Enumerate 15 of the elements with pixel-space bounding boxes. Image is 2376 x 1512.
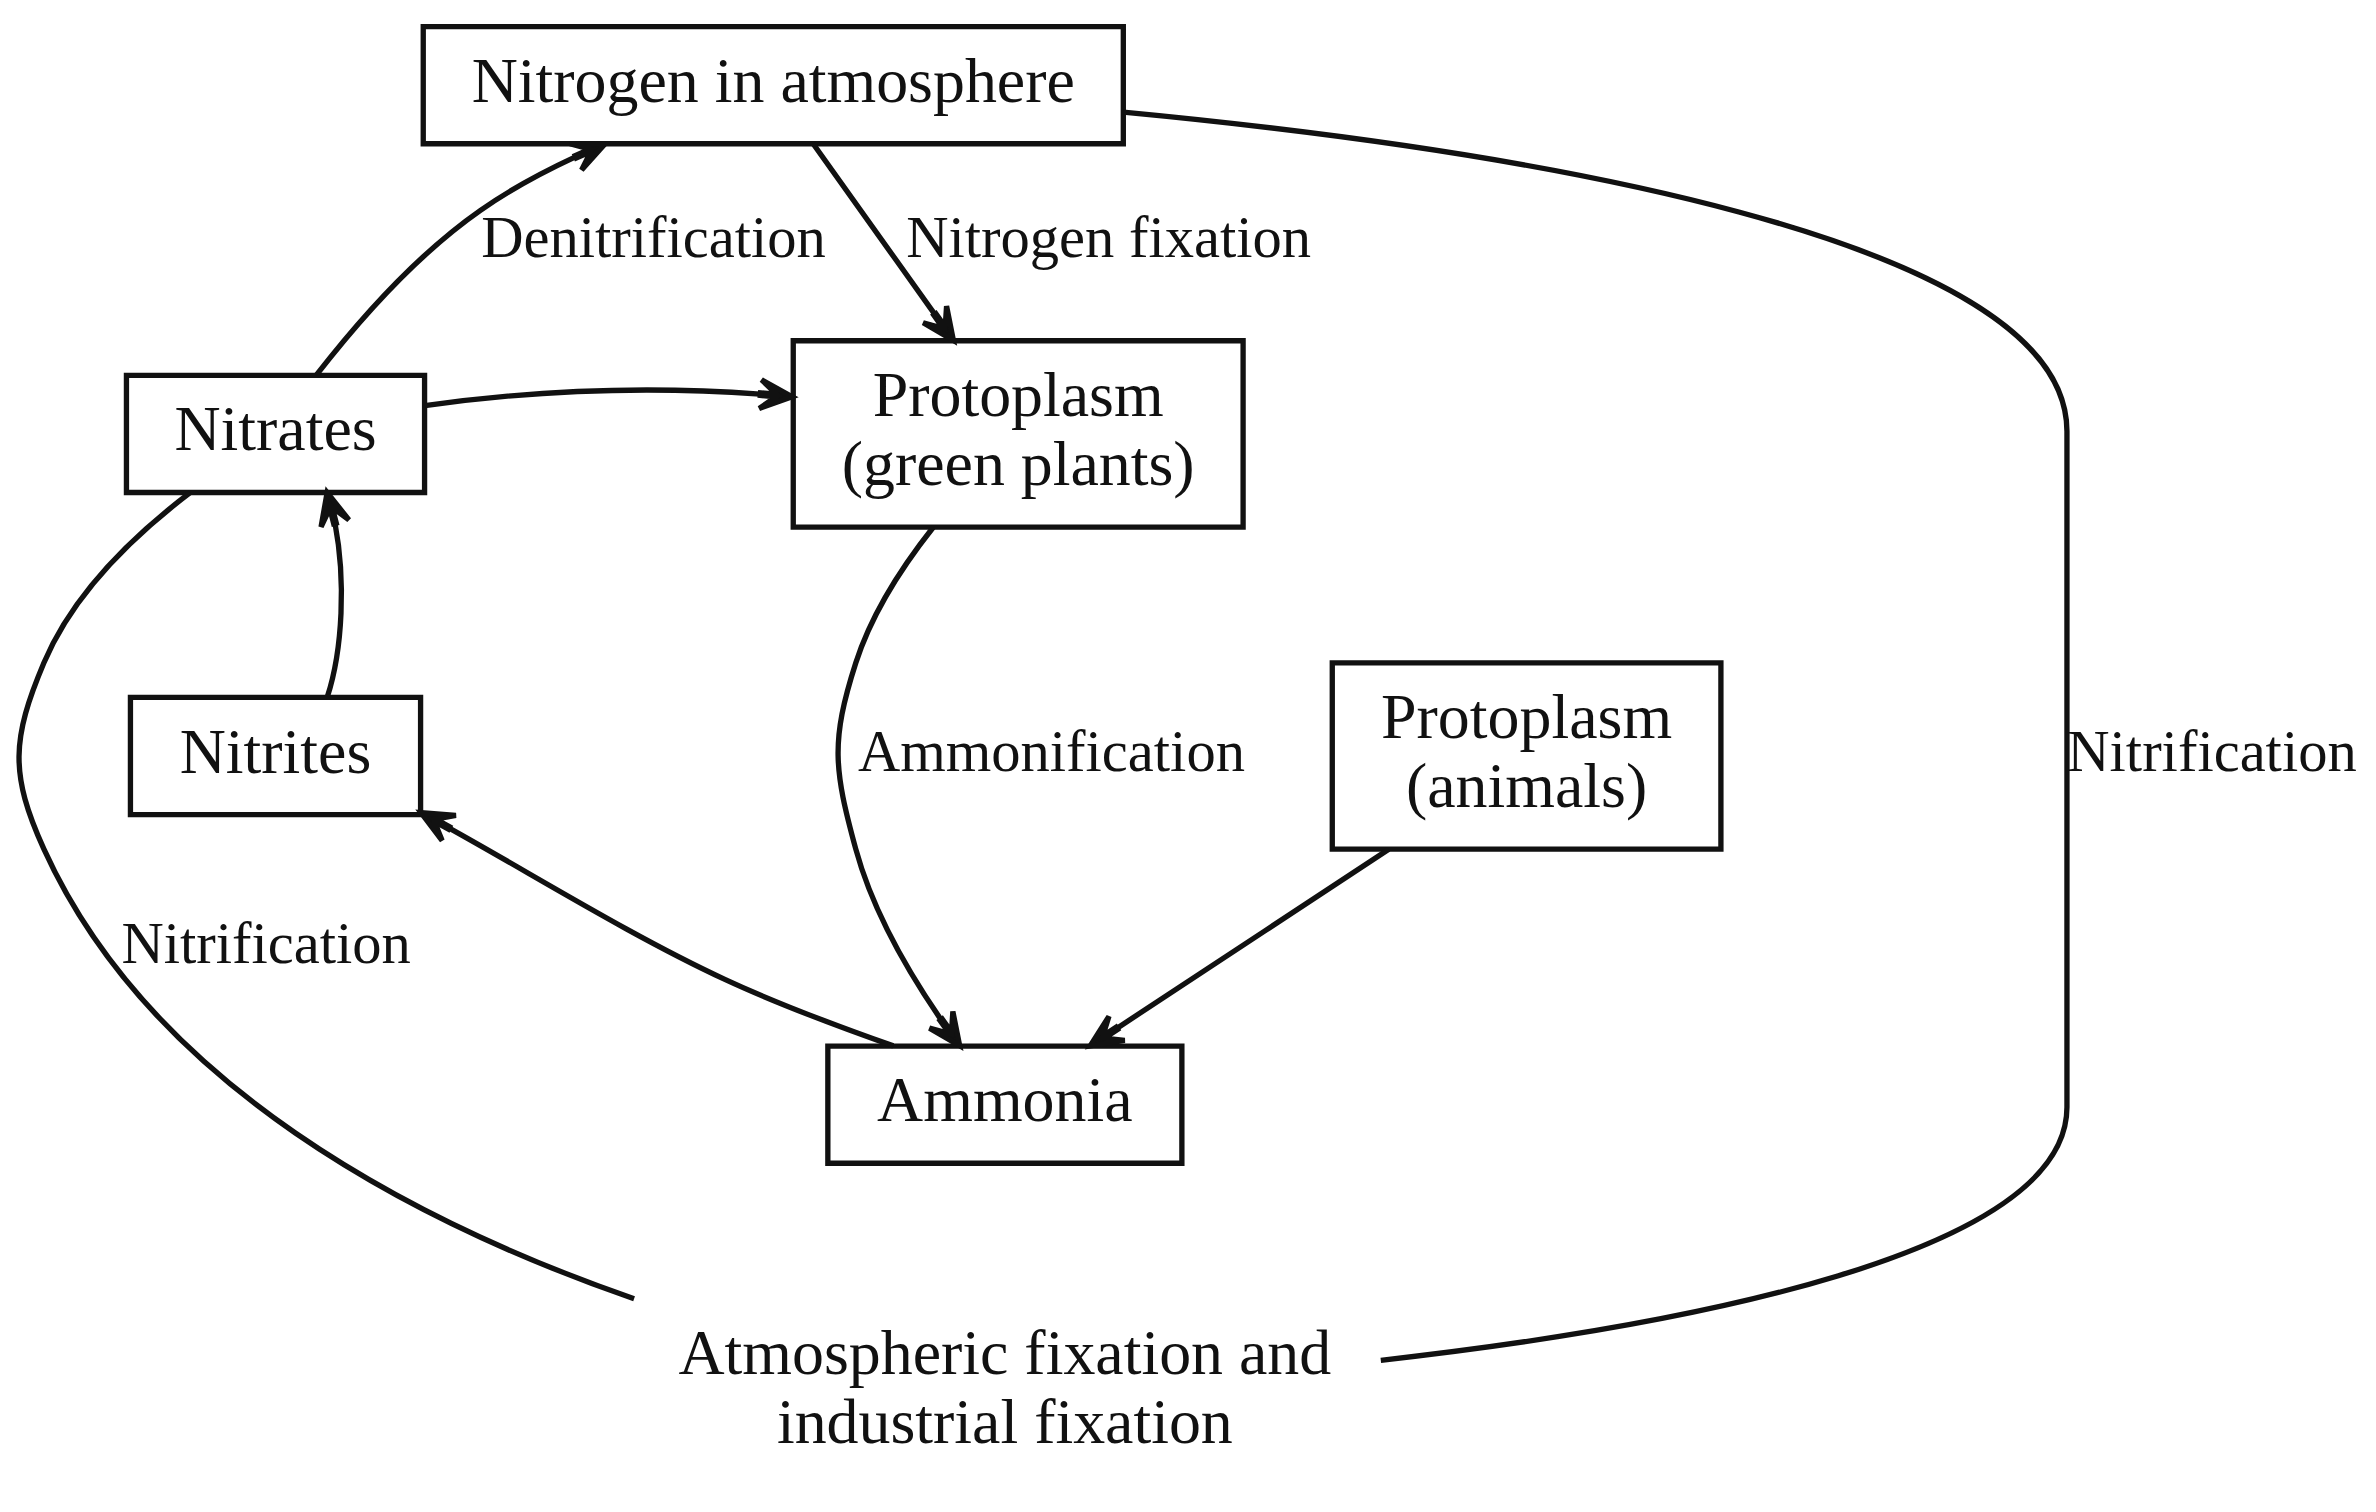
connector [1123, 109, 2070, 1363]
node-box: Nitrites [127, 694, 424, 818]
node-text: Atmospheric fixation and industrial fixation [678, 1317, 1332, 1458]
edge-label: Nitrification [121, 910, 411, 976]
node-box: Protoplasm (animals) [1329, 660, 1724, 852]
arrow [318, 489, 352, 698]
arrow [835, 525, 963, 1049]
node-box: Ammonia [825, 1043, 1185, 1166]
node-box: Nitrates [123, 372, 428, 496]
edge-label: Ammonification [857, 718, 1245, 784]
arrow [418, 810, 895, 1049]
edge-label: Denitrification [481, 205, 826, 271]
node-box: Nitrogen in atmosphere [420, 24, 1126, 147]
edge-label: Nitrogen fixation [906, 205, 1312, 271]
node-box: Protoplasm (green plants) [790, 338, 1246, 530]
